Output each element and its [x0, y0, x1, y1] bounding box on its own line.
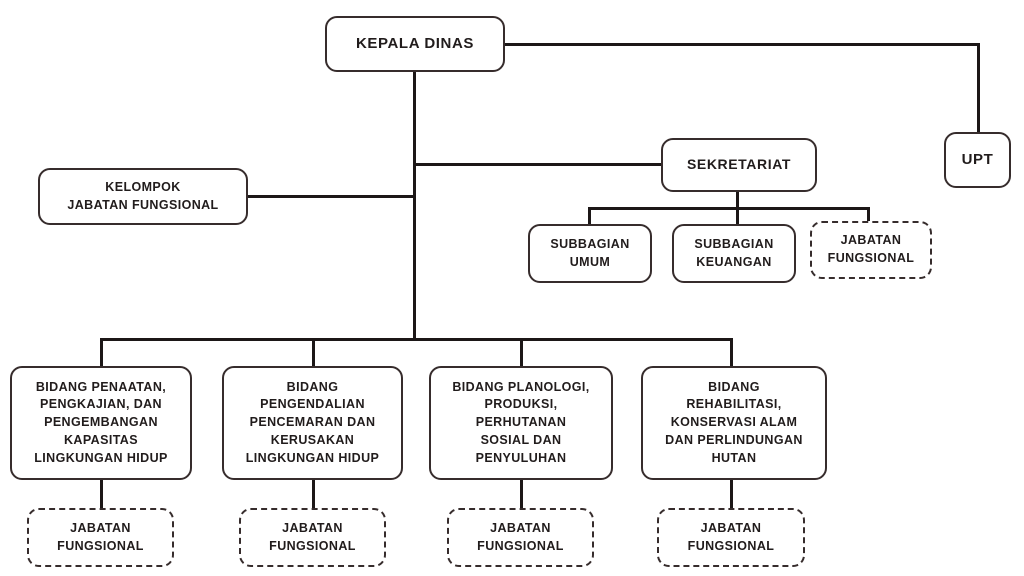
node-label-line: FUNGSIONAL — [477, 538, 564, 553]
connector-drop-jabatan-3 — [520, 478, 523, 509]
node-label-line: PENCEMARAN DAN — [249, 415, 376, 430]
node-label-line: PERHUTANAN — [475, 415, 567, 430]
node-kelompok-jabatan-fungsional: KELOMPOK JABATAN FUNGSIONAL — [38, 168, 248, 225]
node-label-line: UMUM — [569, 254, 611, 269]
node-label-line: HUTAN — [711, 450, 757, 465]
node-label-line: PENGEMBANGAN — [44, 415, 158, 430]
node-label-line: PENGENDALIAN — [260, 397, 365, 412]
connector-drop-jabatan-1 — [100, 478, 103, 509]
node-label-line: JABATAN — [70, 520, 131, 535]
connector-drop-bidang-4 — [730, 338, 733, 367]
node-label-line: JABATAN — [840, 233, 902, 248]
connector-kepala-to-upt-horizontal — [503, 43, 980, 46]
connector-sekretariat-children-horizontal — [588, 207, 870, 210]
node-upt: UPT — [944, 132, 1011, 188]
connector-trunk-to-sekretariat — [414, 163, 662, 166]
node-label-line: KAPASITAS — [64, 432, 138, 447]
connector-main-trunk — [413, 70, 416, 341]
connector-drop-subbagian-umum — [588, 207, 591, 225]
node-bidang-planologi: BIDANG PLANOLOGI, PRODUKSI, PERHUTANAN S… — [429, 366, 613, 480]
node-jabatan-fungsional-bidang-1: JABATAN FUNGSIONAL — [27, 508, 174, 567]
node-label-line: LINGKUNGAN HIDUP — [34, 450, 168, 465]
node-jabatan-fungsional-bidang-2: JABATAN FUNGSIONAL — [239, 508, 386, 567]
node-label-line: FUNGSIONAL — [269, 538, 356, 553]
node-kepala-dinas-label: KEPALA DINAS — [355, 35, 475, 53]
node-label-line: JABATAN — [490, 520, 551, 535]
node-label-line: BIDANG PENAATAN, — [35, 379, 167, 394]
connector-drop-bidang-3 — [520, 338, 523, 367]
node-label-line: FUNGSIONAL — [57, 538, 144, 553]
node-bidang-penaatan: BIDANG PENAATAN, PENGKAJIAN, DAN PENGEMB… — [10, 366, 192, 480]
node-label-line: PRODUKSI, — [484, 397, 558, 412]
connector-drop-bidang-2 — [312, 338, 315, 367]
connector-drop-jabatan-sekretariat — [867, 207, 870, 222]
node-jabatan-fungsional-bidang-3: JABATAN FUNGSIONAL — [447, 508, 594, 567]
node-label-line: JABATAN — [700, 520, 762, 535]
node-label-line: JABATAN FUNGSIONAL — [67, 197, 219, 212]
connector-drop-bidang-1 — [100, 338, 103, 367]
node-bidang-pengendalian: BIDANG PENGENDALIAN PENCEMARAN DAN KERUS… — [222, 366, 403, 480]
node-label-line: PENGKAJIAN, DAN — [40, 397, 162, 412]
node-label-line: KERUSAKAN — [270, 432, 355, 447]
node-upt-label: UPT — [961, 151, 994, 169]
node-label-line: SUBBAGIAN — [694, 236, 774, 251]
node-sekretariat: SEKRETARIAT — [661, 138, 817, 192]
node-jabatan-fungsional-sekretariat: JABATAN FUNGSIONAL — [810, 221, 932, 279]
node-label-line: BIDANG PLANOLOGI, — [452, 379, 590, 394]
node-label-line: FUNGSIONAL — [687, 538, 775, 553]
node-label-line: SUBBAGIAN — [550, 236, 630, 251]
node-label-line: REHABILITASI, — [686, 397, 782, 412]
node-label-line: KELOMPOK — [105, 179, 181, 194]
node-label-line: FUNGSIONAL — [827, 251, 915, 265]
node-subbagian-keuangan: SUBBAGIAN KEUANGAN — [672, 224, 796, 283]
node-label-line: KEUANGAN — [696, 254, 772, 269]
node-label-line: LINGKUNGAN HIDUP — [245, 450, 380, 465]
node-label-line: BIDANG — [708, 379, 760, 394]
node-subbagian-umum: SUBBAGIAN UMUM — [528, 224, 652, 283]
connector-drop-jabatan-4 — [730, 478, 733, 509]
node-sekretariat-label: SEKRETARIAT — [686, 156, 792, 173]
node-label-line: PENYULUHAN — [475, 450, 567, 465]
node-jabatan-fungsional-bidang-4: JABATAN FUNGSIONAL — [657, 508, 805, 567]
connector-kelompok-to-trunk — [247, 195, 415, 198]
node-label-line: BIDANG — [286, 379, 339, 394]
node-label-line: KONSERVASI ALAM — [670, 415, 798, 430]
node-kepala-dinas: KEPALA DINAS — [325, 16, 505, 72]
node-bidang-rehabilitasi: BIDANG REHABILITASI, KONSERVASI ALAM DAN… — [641, 366, 827, 480]
node-label-line: DAN PERLINDUNGAN — [665, 432, 803, 447]
connector-upt-vertical — [977, 43, 980, 133]
node-label-line: JABATAN — [282, 520, 343, 535]
connector-bidang-horizontal — [100, 338, 733, 341]
connector-drop-jabatan-2 — [312, 478, 315, 509]
node-label-line: SOSIAL DAN — [480, 432, 562, 447]
